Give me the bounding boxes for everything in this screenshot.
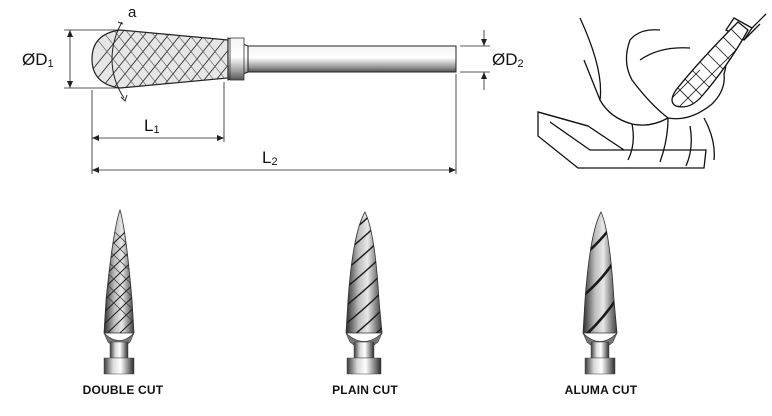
dim-l2-main: L [262, 148, 272, 167]
dim-l1-main: L [144, 116, 154, 135]
caption-aluma-cut: ALUMA CUT [564, 383, 638, 397]
dim-d2-sub: 2 [517, 58, 524, 70]
usage-illustration [537, 13, 767, 169]
burr-photo-plain-cut [345, 211, 383, 375]
dim-d1-label: ØD1 [22, 50, 54, 70]
angle-label: a [128, 4, 137, 21]
dia-symbol: Ø [492, 50, 506, 69]
dim-d1-main: D [35, 50, 48, 69]
dim-d1-sub: 1 [47, 58, 54, 70]
dim-l1-sub: 1 [153, 124, 160, 136]
dim-d2-label: ØD2 [492, 50, 524, 70]
dim-d2-main: D [505, 50, 518, 69]
dim-l2-label: L2 [262, 148, 278, 168]
caption-plain-cut: PLAIN CUT [332, 383, 398, 397]
dim-l1-label: L1 [144, 116, 160, 136]
caption-double-cut: DOUBLE CUT [82, 383, 164, 397]
burr-drawing [64, 21, 490, 174]
burr-photo-double-cut [103, 208, 135, 375]
dia-symbol: Ø [22, 50, 36, 69]
dim-l2-sub: 2 [271, 156, 278, 168]
burr-photo-aluma-cut [582, 211, 618, 375]
